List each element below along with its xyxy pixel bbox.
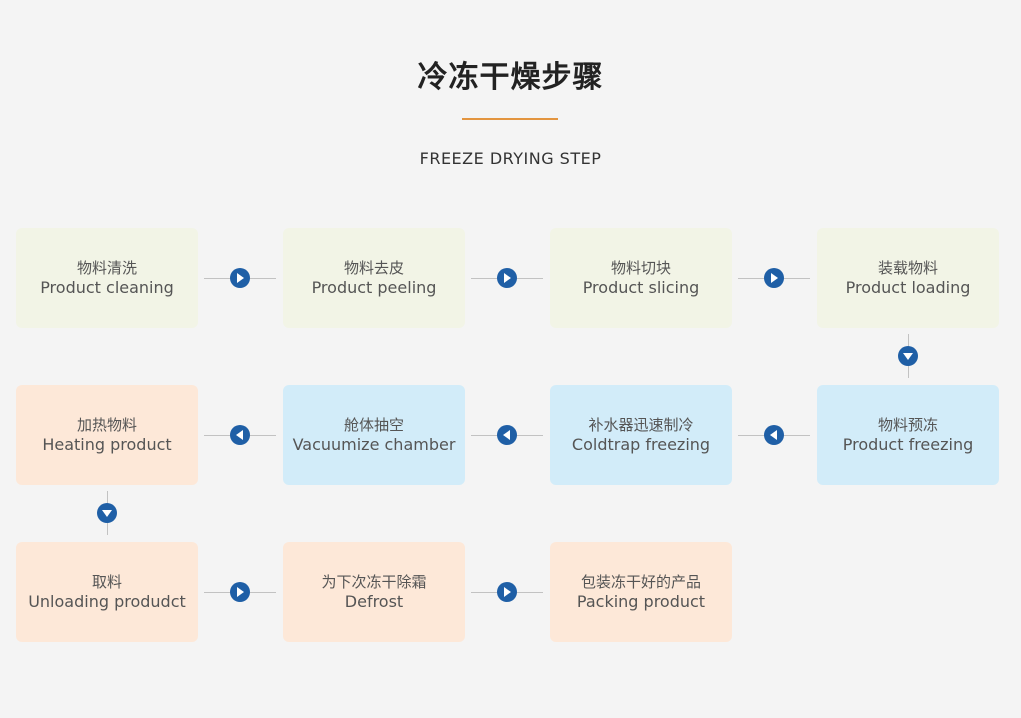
step-label-cn: 物料预冻 xyxy=(877,416,938,434)
page-title: 冷冻干燥步骤 xyxy=(417,60,604,95)
arrow-right-icon xyxy=(230,268,250,288)
step-vacuumize-chamber: 舱体抽空 Vacuumize chamber xyxy=(283,385,465,485)
step-label-cn: 装载物料 xyxy=(877,259,938,277)
step-product-peeling: 物料去皮 Product peeling xyxy=(283,228,465,328)
step-label-en: Product loading xyxy=(845,278,971,297)
step-product-cleaning: 物料清洗 Product cleaning xyxy=(16,228,198,328)
arrow-right-icon xyxy=(497,268,517,288)
step-label-en: Unloading produdct xyxy=(28,592,186,611)
step-label-cn: 舱体抽空 xyxy=(343,416,404,434)
step-defrost: 为下次冻干除霜 Defrost xyxy=(283,542,465,642)
arrow-right-icon xyxy=(230,582,250,602)
step-unloading-product: 取料 Unloading produdct xyxy=(16,542,198,642)
step-label-cn: 物料切块 xyxy=(610,259,671,277)
arrow-left-icon xyxy=(764,425,784,445)
step-packing-product: 包装冻干好的产品 Packing product xyxy=(550,542,732,642)
page-subtitle: FREEZE DRYING STEP xyxy=(419,149,602,168)
step-label-cn: 取料 xyxy=(91,573,122,591)
step-label-en: Heating product xyxy=(42,435,172,454)
step-product-slicing: 物料切块 Product slicing xyxy=(550,228,732,328)
step-coldtrap-freezing: 补水器迅速制冷 Coldtrap freezing xyxy=(550,385,732,485)
arrow-down-icon xyxy=(898,346,918,366)
step-label-en: Coldtrap freezing xyxy=(571,435,711,454)
step-label-en: Vacuumize chamber xyxy=(292,435,456,454)
step-label-cn: 补水器迅速制冷 xyxy=(588,416,694,434)
step-label-en: Product cleaning xyxy=(40,278,174,297)
step-label-en: Product freezing xyxy=(842,435,974,454)
arrow-down-icon xyxy=(97,503,117,523)
step-label-cn: 为下次冻干除霜 xyxy=(321,573,427,591)
step-label-cn: 包装冻干好的产品 xyxy=(580,573,701,591)
step-product-loading: 装载物料 Product loading xyxy=(817,228,999,328)
arrow-left-icon xyxy=(497,425,517,445)
step-label-en: Product peeling xyxy=(311,278,437,297)
arrow-right-icon xyxy=(764,268,784,288)
step-product-freezing: 物料预冻 Product freezing xyxy=(817,385,999,485)
step-label-cn: 物料去皮 xyxy=(343,259,404,277)
step-label-en: Defrost xyxy=(344,592,404,611)
step-label-cn: 物料清洗 xyxy=(76,259,137,277)
arrow-right-icon xyxy=(497,582,517,602)
step-label-cn: 加热物料 xyxy=(76,416,137,434)
title-divider xyxy=(462,118,558,120)
step-label-en: Packing product xyxy=(576,592,706,611)
arrow-left-icon xyxy=(230,425,250,445)
step-heating-product: 加热物料 Heating product xyxy=(16,385,198,485)
step-label-en: Product slicing xyxy=(582,278,700,297)
